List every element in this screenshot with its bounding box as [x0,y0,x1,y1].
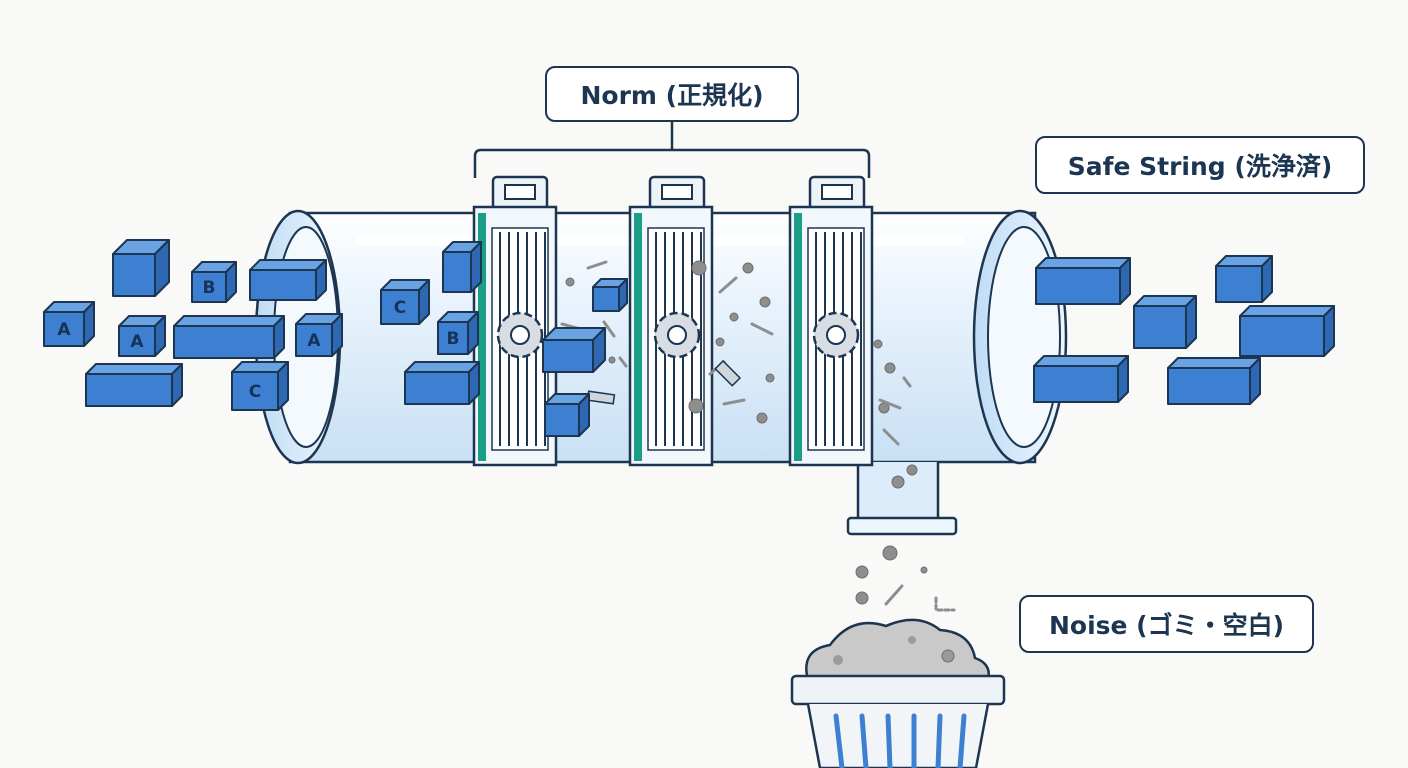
trash-bin-icon [790,618,1006,768]
data-block [173,315,285,359]
data-block [442,241,482,293]
filter-2 [628,175,714,467]
data-block [1239,305,1335,357]
data-block [112,239,170,297]
norm-label: Norm (正規化) [545,66,799,122]
data-block: A [295,313,343,357]
data-block: B [191,261,237,303]
data-block [249,259,327,301]
data-block: A [118,315,166,357]
data-block [542,327,606,373]
data-block [85,363,183,407]
filter-3 [788,175,874,467]
debris-rects [586,359,742,405]
data-block [1167,357,1261,405]
data-block [1033,355,1129,403]
data-block [592,278,628,312]
data-block [1035,257,1131,305]
debris-particles [565,260,918,489]
data-block [1215,255,1273,303]
falling-debris [855,545,928,605]
block-letter: A [307,331,321,351]
filter-1 [472,175,558,467]
block-letter: A [57,320,71,340]
norm-bracket [473,122,871,178]
data-block [1133,295,1197,349]
block-letter: C [249,382,261,402]
data-block: C [380,279,430,325]
data-block [544,393,590,437]
block-letter: A [130,332,144,352]
noise-label: Noise (ゴミ・空白) [1019,595,1314,653]
data-block: B [437,311,479,355]
block-letter: B [447,329,460,349]
block-letter: B [203,278,216,298]
block-letter: C [394,298,406,318]
data-blocks: B A A A C C B [43,239,1335,437]
data-block [404,361,480,405]
safe-string-label: Safe String (洗浄済) [1035,136,1365,194]
data-block: C [231,361,289,411]
data-block: A [43,301,95,347]
falling-streaks [884,584,956,612]
